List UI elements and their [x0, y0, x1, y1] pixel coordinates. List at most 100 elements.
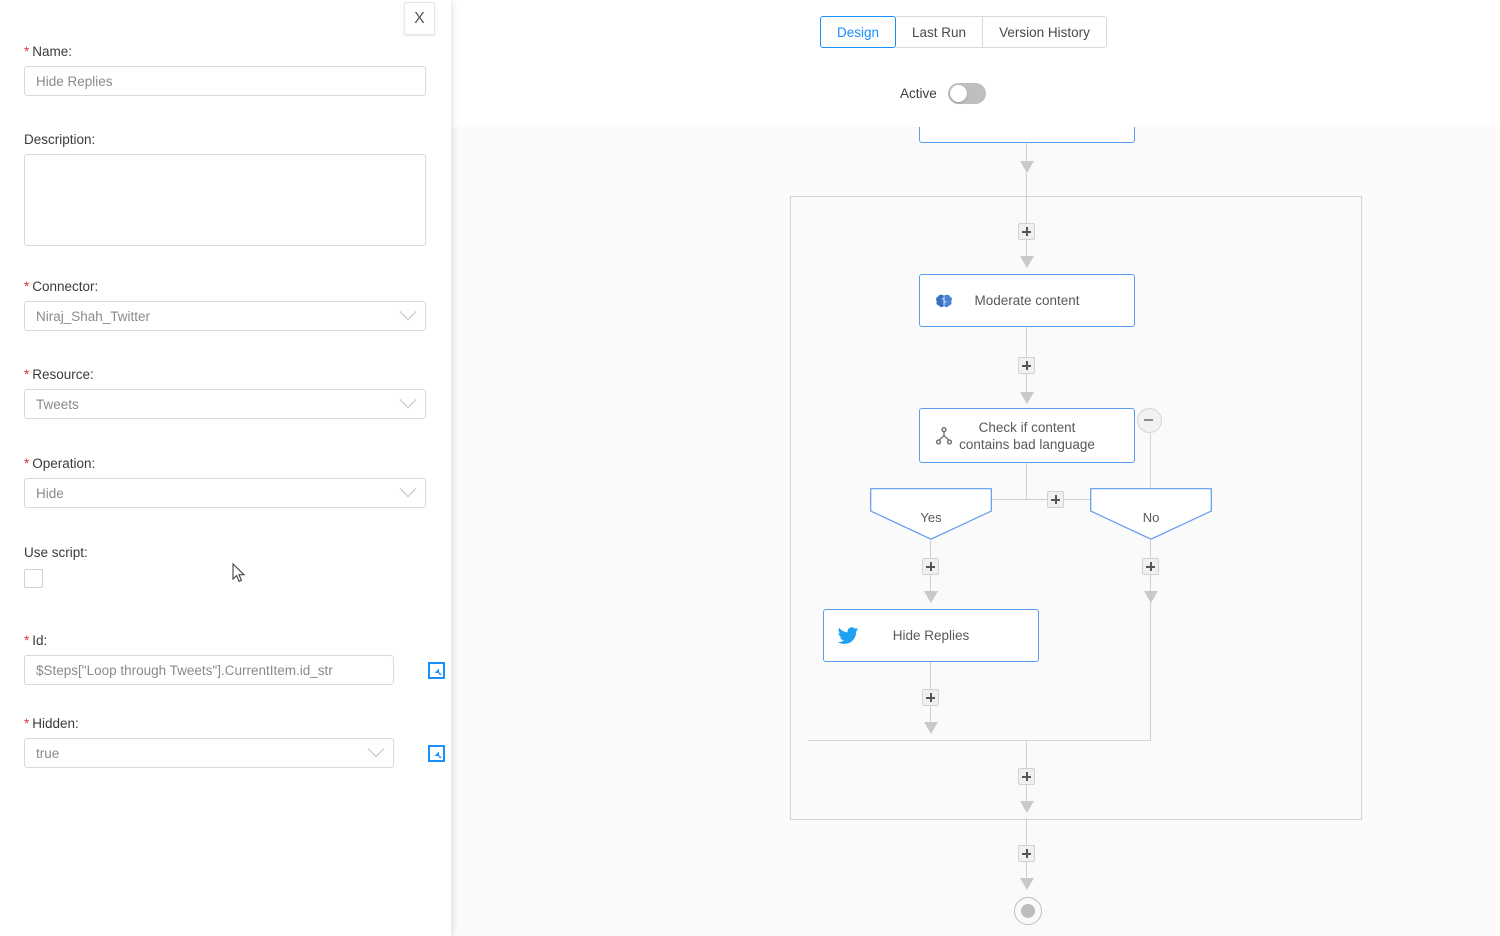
required-marker: *: [24, 279, 30, 294]
expression-editor-glyph: [428, 745, 445, 762]
add-step-button[interactable]: [1018, 845, 1035, 862]
connector-line: [1150, 603, 1151, 740]
add-step-button[interactable]: [922, 689, 939, 706]
label-resource-text: Resource:: [32, 367, 94, 382]
flow-end-node-dot: [1021, 904, 1035, 918]
tab-last-run[interactable]: Last Run: [896, 16, 984, 48]
active-toggle[interactable]: [947, 83, 986, 104]
required-marker: *: [24, 716, 30, 731]
operation-value: Hide: [36, 485, 64, 501]
connector-line: [1026, 499, 1121, 500]
connector-arrow: [1020, 392, 1034, 404]
field-id: *Id: $Steps["Loop through Tweets"].Curre…: [24, 633, 445, 685]
connector-line: [1150, 575, 1151, 593]
tab-design[interactable]: Design: [820, 16, 897, 48]
flow-branch-no-label: No: [1142, 510, 1160, 525]
flow-branch-yes-shape: [870, 488, 992, 540]
twitter-icon-glyph: [837, 626, 859, 644]
workflow-canvas[interactable]: Moderate content Check if content contai…: [451, 127, 1500, 936]
step-properties-panel: X *Name: Hide Replies Description: *Conn…: [0, 0, 451, 936]
connector-line: [1026, 240, 1027, 258]
group-edge-bottom: [808, 740, 1151, 741]
brain-icon-glyph: [936, 294, 952, 307]
connector-select[interactable]: Niraj_Shah_Twitter: [24, 301, 426, 331]
add-step-button[interactable]: [1018, 357, 1035, 374]
flow-branch-no-shape: [1090, 488, 1212, 540]
close-icon-glyph: X: [414, 9, 425, 27]
chevron-down-icon: [399, 303, 417, 321]
label-name-text: Name:: [32, 44, 73, 59]
flow-node-clipped[interactable]: [919, 127, 1135, 143]
label-connector-text: Connector:: [32, 279, 99, 294]
connector-arrow: [1020, 801, 1034, 813]
hidden-select[interactable]: true: [24, 738, 394, 768]
required-marker: *: [24, 633, 30, 648]
required-marker: *: [24, 44, 30, 59]
field-hidden: *Hidden: true: [24, 716, 445, 768]
operation-select[interactable]: Hide: [24, 478, 426, 508]
flow-branch-no[interactable]: No: [1090, 488, 1212, 540]
active-label: Active: [900, 86, 937, 101]
chevron-down-icon: [367, 740, 385, 758]
connector-line: [1026, 862, 1027, 878]
label-hidden-text: Hidden:: [32, 716, 79, 731]
label-name: *Name:: [24, 44, 426, 59]
connector-line: [930, 662, 931, 697]
flow-node-condition[interactable]: Check if content contains bad language: [919, 408, 1135, 463]
expression-editor-icon[interactable]: [428, 662, 445, 679]
field-operation: *Operation: Hide: [24, 456, 426, 508]
connector-line: [1026, 740, 1027, 768]
connector-line: [930, 706, 931, 722]
flow-node-moderate-content[interactable]: Moderate content: [919, 274, 1135, 327]
resource-select[interactable]: Tweets: [24, 389, 426, 419]
connector-line: [1026, 463, 1027, 499]
add-step-button[interactable]: [1018, 223, 1035, 240]
expression-editor-icon[interactable]: [428, 745, 445, 762]
workflow-header: Design Last Run Version History Active: [451, 0, 1500, 128]
flow-node-hide-replies[interactable]: Hide Replies: [823, 609, 1039, 662]
connector-line: [930, 539, 931, 563]
active-toggle-row: Active: [900, 83, 986, 104]
flow-node-hide-replies-label: Hide Replies: [892, 628, 970, 643]
resource-value: Tweets: [36, 396, 79, 412]
description-textarea[interactable]: [24, 154, 426, 246]
flow-end-node[interactable]: [1014, 897, 1042, 925]
view-tabs: Design Last Run Version History: [820, 16, 1107, 48]
label-operation: *Operation:: [24, 456, 426, 471]
label-connector: *Connector:: [24, 279, 426, 294]
close-icon[interactable]: X: [404, 2, 435, 35]
connector-arrow: [1020, 161, 1034, 173]
brain-icon: [933, 290, 955, 312]
field-use-script: Use script:: [24, 545, 426, 588]
connector-line: [930, 575, 931, 593]
connector-line: [1026, 785, 1027, 803]
connector-line: [1026, 818, 1027, 845]
required-marker: *: [24, 367, 30, 382]
use-script-checkbox[interactable]: [24, 569, 43, 588]
tab-version-history[interactable]: Version History: [983, 16, 1107, 48]
connector-line: [1026, 173, 1027, 223]
field-description: Description:: [24, 132, 426, 246]
flow-node-condition-label: Check if content contains bad language: [959, 419, 1095, 452]
add-step-button[interactable]: [922, 558, 939, 575]
label-id: *Id:: [24, 633, 426, 648]
flow-branch-yes-label: Yes: [920, 510, 942, 525]
expression-editor-glyph: [428, 662, 445, 679]
connector-arrow: [924, 722, 938, 734]
connector-line: [1150, 539, 1151, 563]
label-resource: *Resource:: [24, 367, 426, 382]
collapse-branch-button[interactable]: [1137, 408, 1162, 433]
field-resource: *Resource: Tweets: [24, 367, 426, 419]
name-input[interactable]: Hide Replies: [24, 66, 426, 96]
add-step-button[interactable]: [1142, 558, 1159, 575]
hidden-value: true: [36, 745, 60, 761]
connector-line: [1026, 143, 1027, 165]
connector-value: Niraj_Shah_Twitter: [36, 308, 151, 324]
flow-branch-yes[interactable]: Yes: [870, 488, 992, 540]
add-step-button[interactable]: [1018, 768, 1035, 785]
id-input[interactable]: $Steps["Loop through Tweets"].CurrentIte…: [24, 655, 394, 685]
flow-group-loop: [790, 196, 1362, 820]
add-branch-button[interactable]: [1047, 491, 1064, 508]
label-id-text: Id:: [32, 633, 48, 648]
chevron-down-icon: [399, 391, 417, 409]
